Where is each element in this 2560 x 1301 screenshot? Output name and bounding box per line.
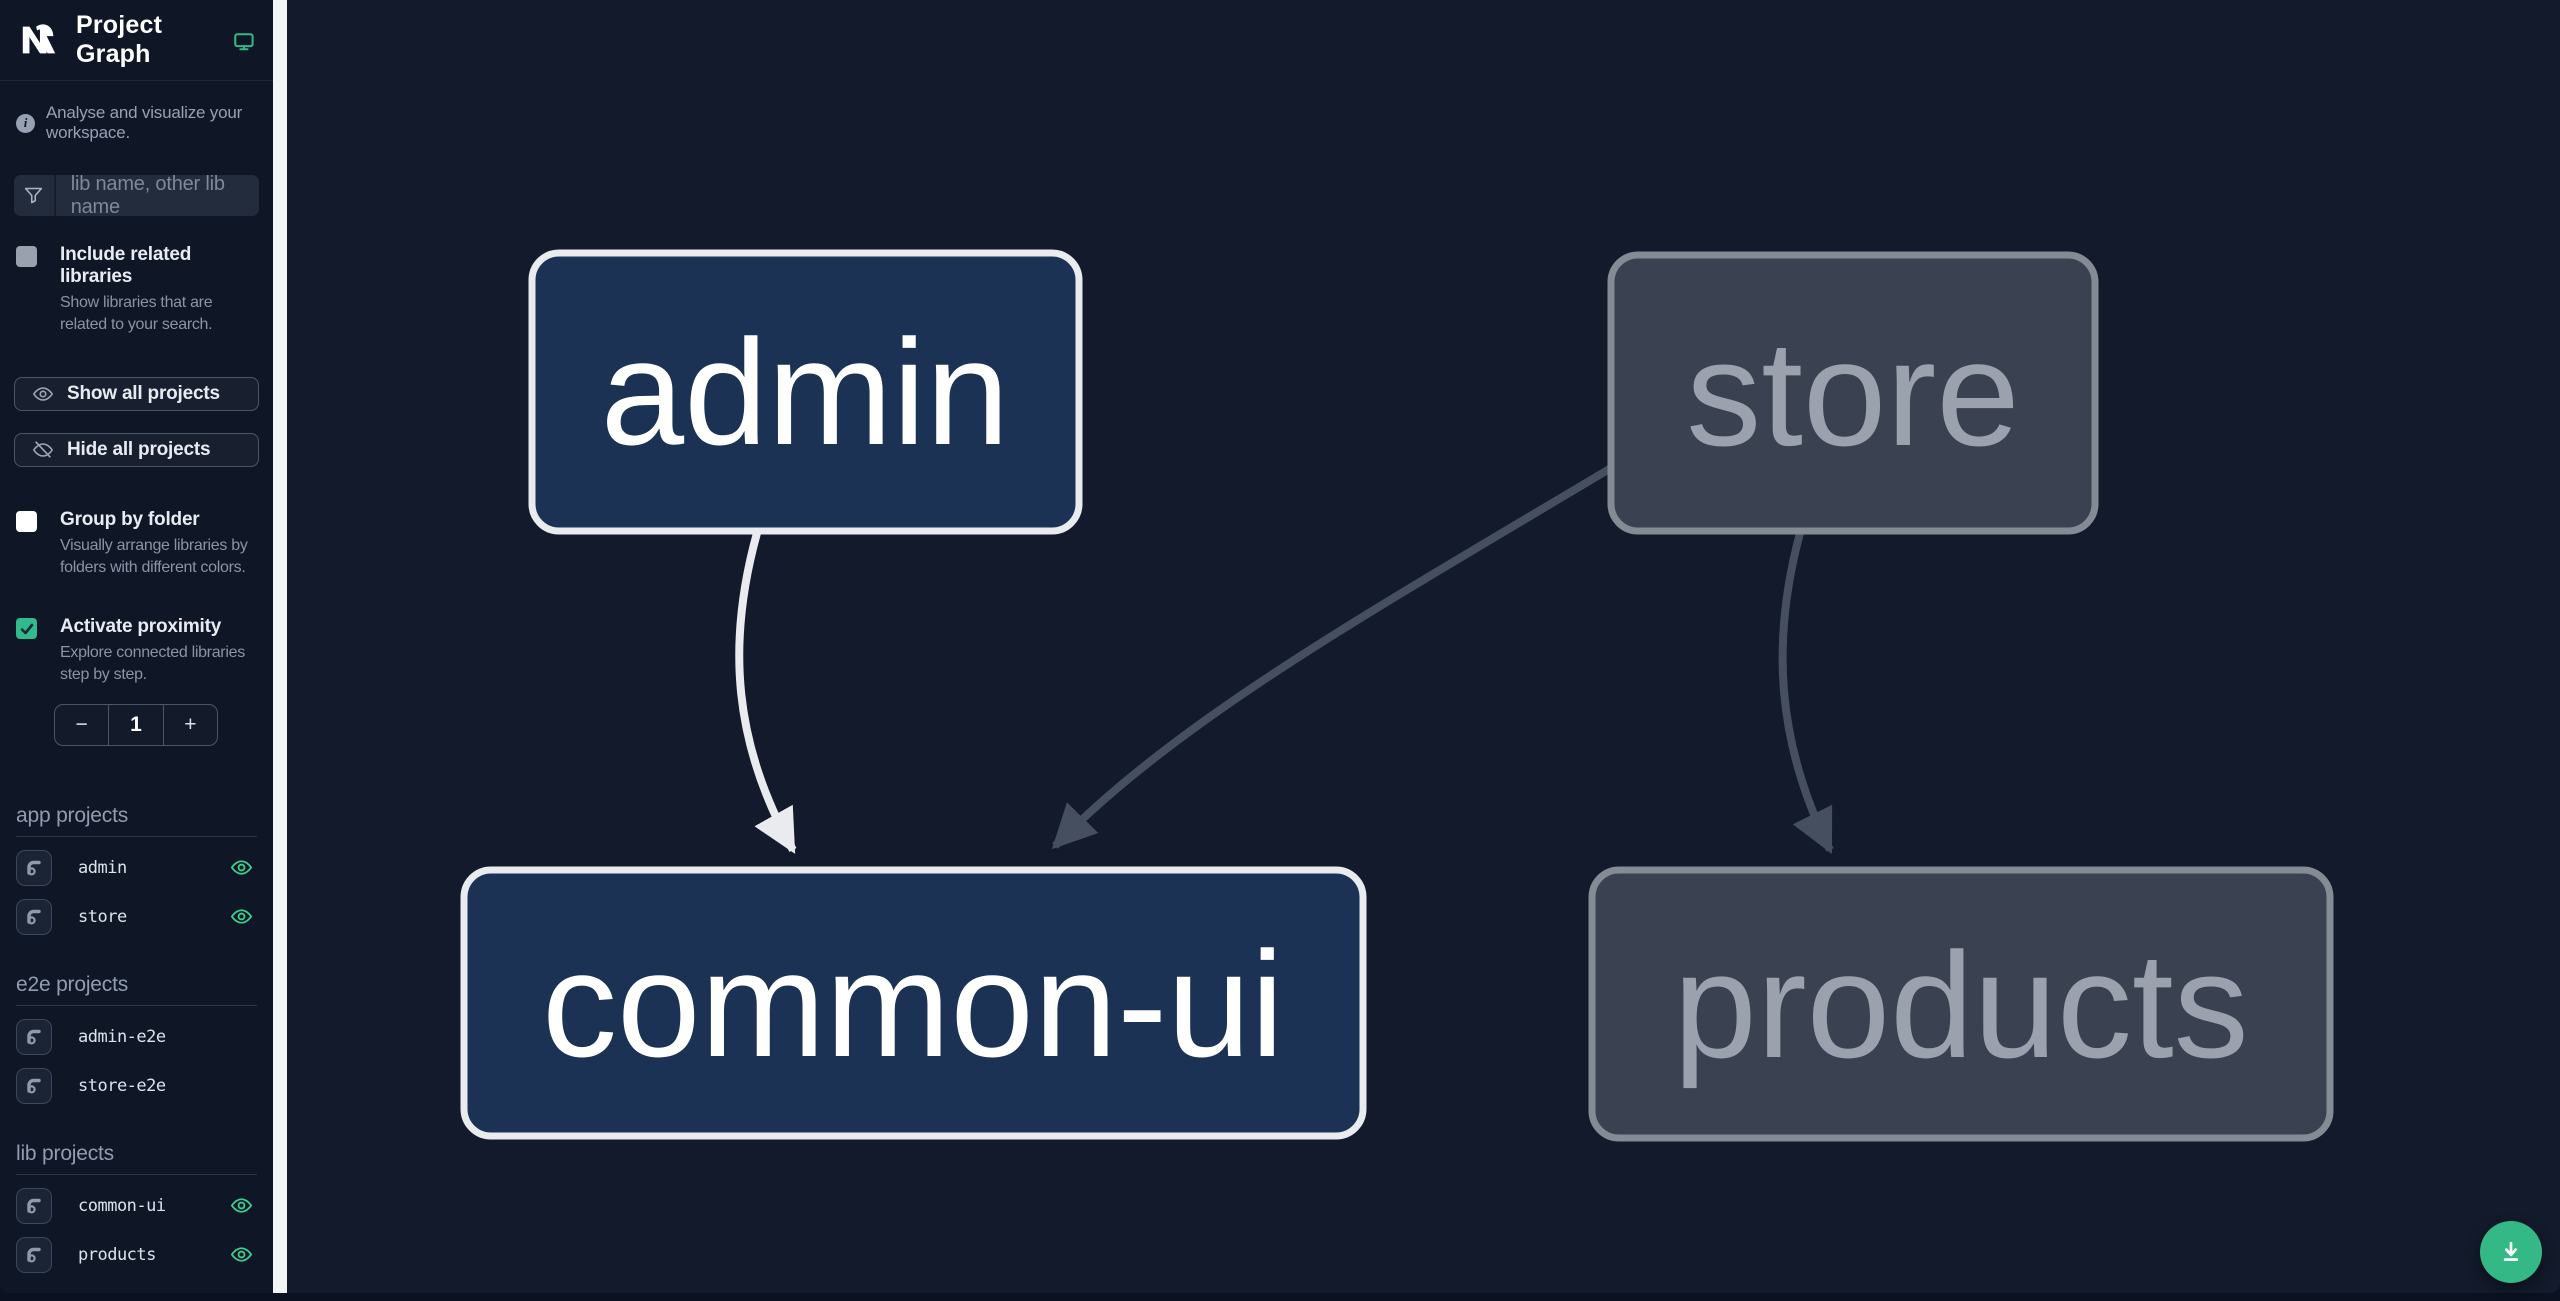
activate-proximity-label: Activate proximity xyxy=(60,616,222,638)
project-row-common-ui: common-ui xyxy=(16,1187,257,1224)
focus-project-button[interactable] xyxy=(16,1187,52,1224)
include-related-checkbox[interactable] xyxy=(16,246,37,267)
project-row-store: store xyxy=(16,898,257,935)
edge-store-to-common-ui[interactable] xyxy=(1051,464,1614,850)
show-all-projects-button[interactable]: Show all projects xyxy=(14,377,259,412)
project-row-admin: admin xyxy=(16,849,257,886)
project-name[interactable]: products xyxy=(78,1244,156,1265)
node-store: store xyxy=(1607,251,2099,535)
tagline-text: Analyse and visualize your workspace. xyxy=(46,103,243,142)
focus-project-button[interactable] xyxy=(16,1067,52,1104)
section-title: e2e projects xyxy=(16,973,257,1006)
project-row-admin-e2e: admin-e2e xyxy=(16,1018,257,1055)
toggle-visibility-eye-icon[interactable] xyxy=(230,1194,253,1217)
activate-proximity-checkbox[interactable] xyxy=(16,618,37,640)
nx-logo-icon xyxy=(22,24,56,54)
filter-funnel-icon xyxy=(14,175,56,216)
focus-icon xyxy=(27,1029,41,1045)
project-name[interactable]: admin-e2e xyxy=(78,1026,166,1047)
proximity-depth-stepper: − 1 + xyxy=(54,703,218,746)
group-by-folder-label: Group by folder xyxy=(60,509,200,531)
download-graph-button[interactable] xyxy=(2480,1221,2542,1283)
section-lib-projects: lib projects common-ui xyxy=(16,1142,257,1273)
focus-project-button[interactable] xyxy=(16,849,52,886)
project-name[interactable]: admin xyxy=(78,857,127,878)
edge-store-to-products[interactable] xyxy=(1778,531,1834,854)
node-common-ui: common-ui xyxy=(460,866,1367,1140)
toggle-visibility-eye-icon[interactable] xyxy=(230,1243,253,1266)
focus-icon xyxy=(27,860,41,876)
group-by-folder-checkbox[interactable] xyxy=(16,511,37,533)
decrement-button[interactable]: − xyxy=(75,712,88,736)
eye-icon xyxy=(32,387,54,401)
page-title: Project Graph xyxy=(76,11,163,68)
increment-button[interactable]: + xyxy=(162,704,217,745)
sidebar: Project Graph i Analyse and visualize yo… xyxy=(0,0,273,1293)
toggle-visibility-eye-icon[interactable] xyxy=(230,905,253,928)
project-name[interactable]: common-ui xyxy=(78,1195,166,1216)
include-related-description: Show libraries that are related to your … xyxy=(60,294,213,333)
project-name[interactable]: store-e2e xyxy=(78,1075,166,1096)
focus-project-button[interactable] xyxy=(16,898,52,935)
project-name[interactable]: store xyxy=(78,906,127,927)
include-related-label: Include related libraries xyxy=(60,244,192,287)
node-store-box[interactable] xyxy=(1607,251,2099,535)
focus-icon xyxy=(27,1198,41,1214)
node-admin-box[interactable] xyxy=(528,249,1083,535)
monitor-icon[interactable] xyxy=(233,29,255,55)
info-icon: i xyxy=(16,113,35,133)
checkmark-icon xyxy=(20,623,33,635)
activate-proximity-description: Explore connected libraries step by step… xyxy=(60,644,245,683)
hide-all-projects-button[interactable]: Hide all projects xyxy=(14,433,259,468)
group-by-folder-checkbox-row[interactable]: Group by folder Visually arrange librari… xyxy=(0,509,273,578)
section-app-projects: app projects admin xyxy=(16,804,257,935)
node-products-box[interactable] xyxy=(1588,866,2334,1142)
focus-icon xyxy=(27,909,41,925)
section-e2e-projects: e2e projects admin-e2e store-e2e xyxy=(16,973,257,1104)
include-related-checkbox-row[interactable]: Include related libraries Show libraries… xyxy=(0,244,273,335)
edge-admin-to-common-ui[interactable] xyxy=(735,531,797,854)
focus-project-button[interactable] xyxy=(16,1018,52,1055)
node-admin: admin xyxy=(528,249,1083,535)
focus-icon xyxy=(27,1078,41,1094)
node-products: products xyxy=(1588,866,2334,1142)
focus-icon xyxy=(27,1247,41,1263)
section-title: lib projects xyxy=(16,1142,257,1175)
activate-proximity-checkbox-row[interactable]: Activate proximity Explore connected lib… xyxy=(0,616,273,685)
filter-input[interactable]: lib name, other lib name xyxy=(14,175,259,216)
workspace-tagline: i Analyse and visualize your workspace. xyxy=(0,81,273,149)
section-title: app projects xyxy=(16,804,257,837)
focus-project-button[interactable] xyxy=(16,1236,52,1273)
download-icon xyxy=(2503,1241,2519,1261)
project-row-store-e2e: store-e2e xyxy=(16,1067,257,1104)
filter-placeholder: lib name, other lib name xyxy=(70,175,225,216)
node-common-ui-box[interactable] xyxy=(460,866,1367,1140)
group-by-folder-description: Visually arrange libraries by folders wi… xyxy=(60,537,248,576)
sidebar-header: Project Graph xyxy=(0,0,273,81)
project-row-products: products xyxy=(16,1236,257,1273)
proximity-depth-value: 1 xyxy=(108,704,162,745)
toggle-visibility-eye-icon[interactable] xyxy=(230,856,253,879)
sidebar-resize-handle[interactable] xyxy=(273,0,287,1293)
